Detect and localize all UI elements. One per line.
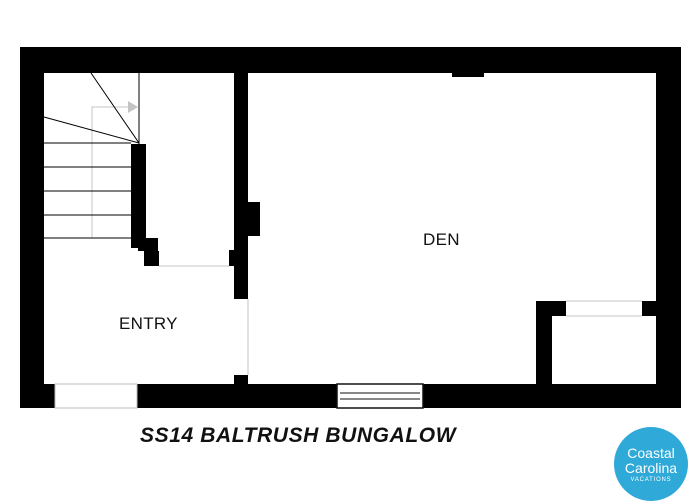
den-window	[336, 383, 424, 409]
wall-bottom-right	[423, 384, 681, 408]
coastal-carolina-logo: Coastal Carolina VACATIONS	[614, 427, 688, 501]
partition-notch	[248, 202, 260, 236]
logo-line-2: Carolina	[624, 459, 678, 476]
top-wall-vent	[452, 73, 484, 77]
stair-direction-arrow	[128, 101, 138, 113]
entry-door-opening	[54, 383, 138, 409]
partition-den-entry	[234, 73, 248, 299]
interior-walls	[131, 73, 656, 384]
partition-lower-stub	[234, 375, 248, 384]
logo-line-3: VACATIONS	[630, 476, 672, 483]
room-label-entry: ENTRY	[119, 314, 178, 333]
wall-right	[656, 47, 681, 408]
staircase	[43, 72, 140, 239]
wall-top	[20, 47, 681, 73]
logo-line-1: Coastal	[627, 444, 675, 461]
opening-lines	[91, 106, 642, 375]
wall-left	[20, 47, 44, 408]
stair-wall	[131, 144, 146, 248]
wall-bottom-left	[20, 384, 55, 408]
closet-right-cap	[642, 301, 656, 316]
plan-title: SS14 BALTRUSH BUNGALOW	[140, 424, 457, 447]
closet-left-cap	[536, 301, 566, 316]
closet-left-wall	[536, 301, 552, 384]
outer-walls	[20, 47, 681, 408]
room-label-den: DEN	[423, 230, 460, 249]
wall-bottom-mid	[137, 384, 337, 408]
entry-doorjamb	[229, 250, 248, 266]
stair-wall-step-1	[138, 238, 158, 251]
stair-wall-step-2	[144, 251, 159, 266]
